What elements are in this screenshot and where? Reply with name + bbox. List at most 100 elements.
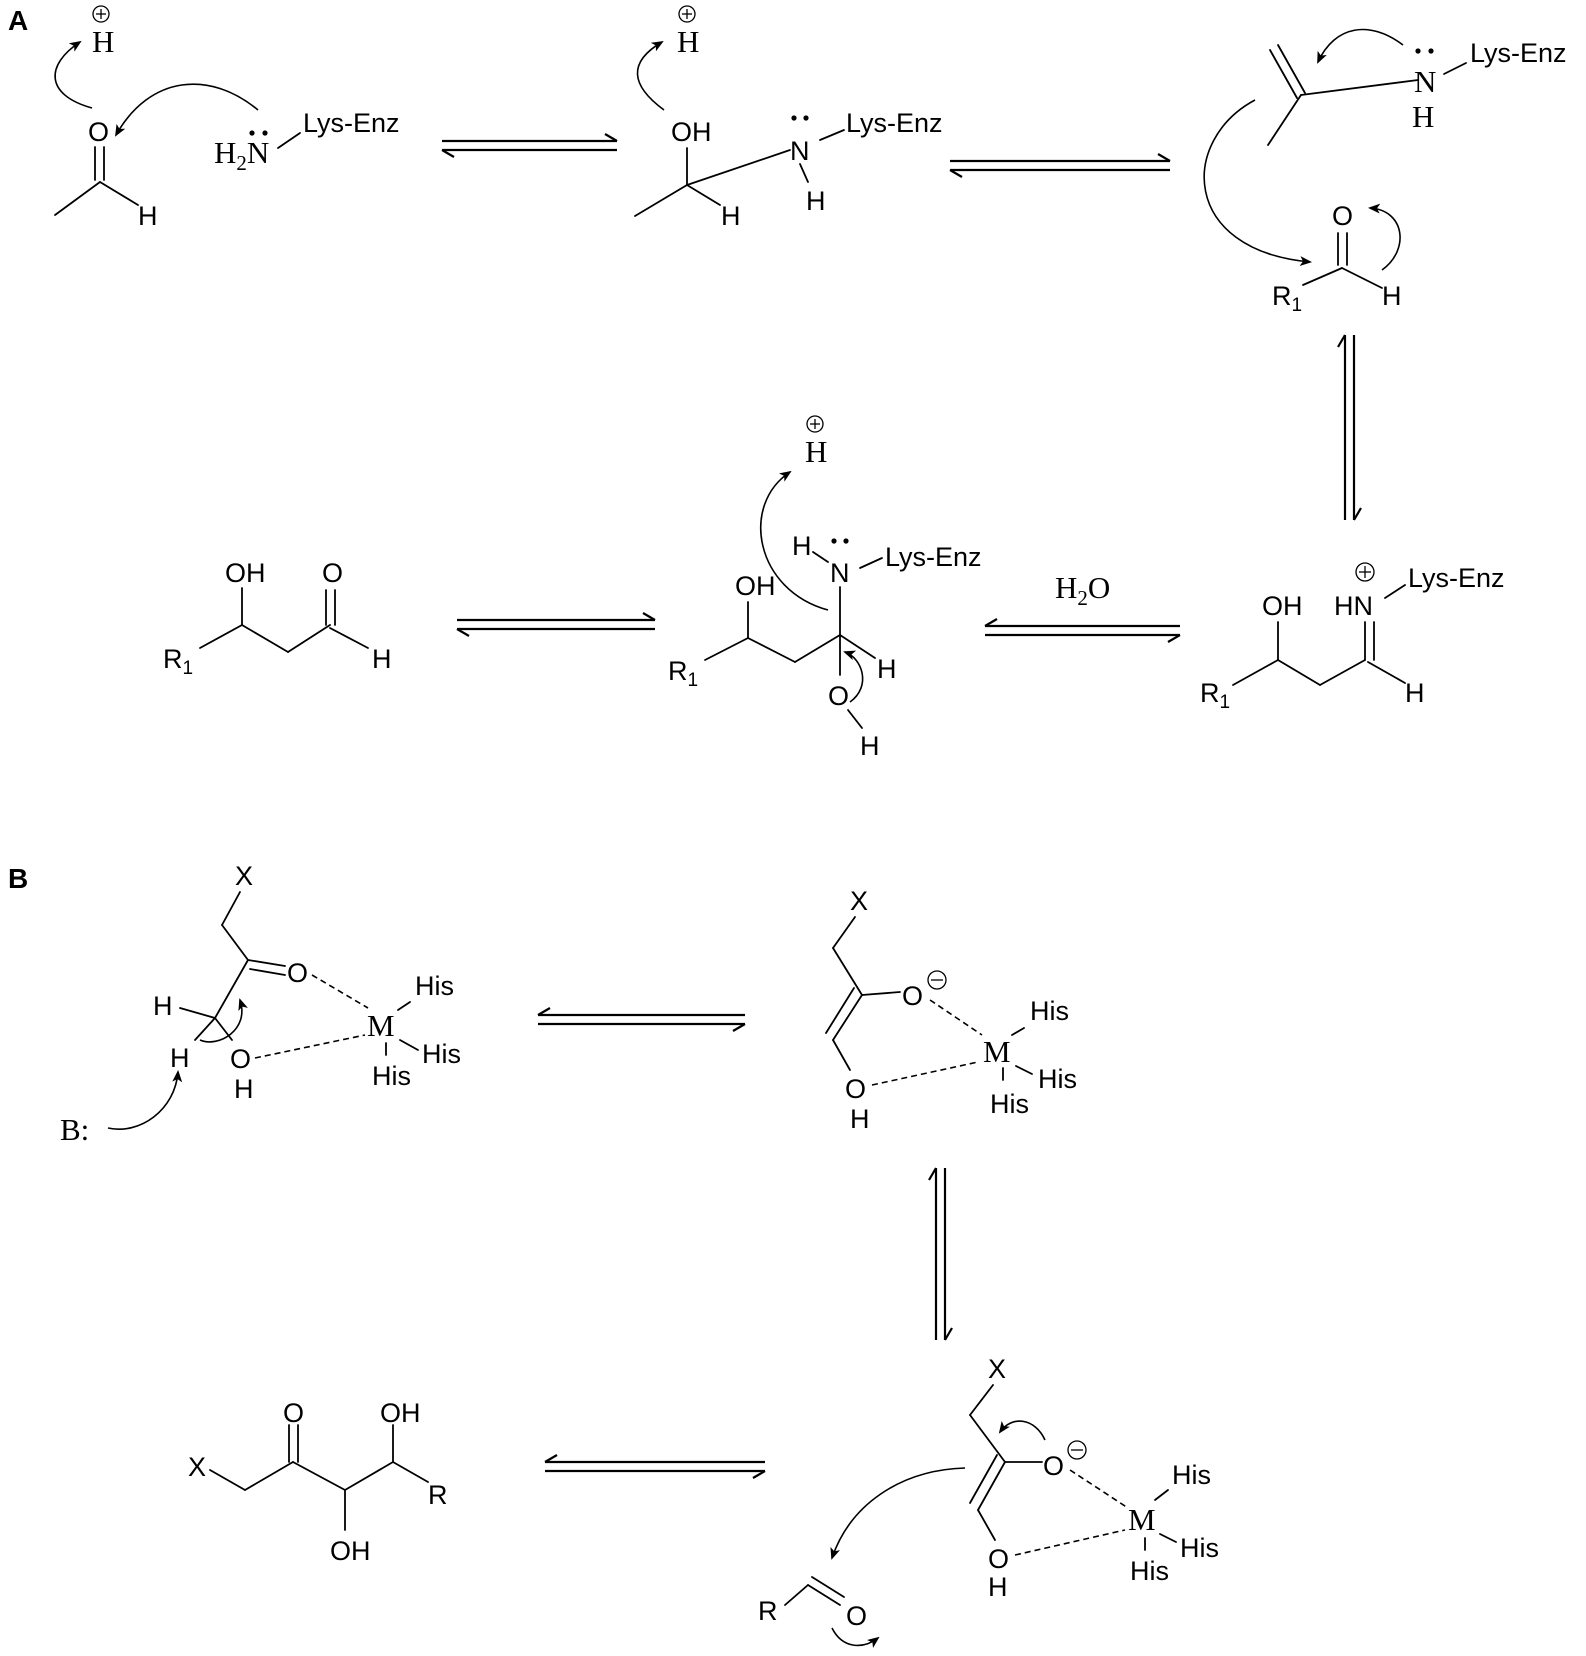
carbonyl-oxygen: O <box>322 558 343 588</box>
x-substituent: X <box>988 1354 1006 1384</box>
x-substituent: X <box>850 886 868 916</box>
aldehyde-oxygen: O <box>846 1601 867 1631</box>
structure-a4-iminium: OH H R1 HN Lys-Enz <box>1200 562 1505 713</box>
r-substituent: R <box>758 1596 778 1626</box>
water-label: H2O <box>1055 570 1110 610</box>
curved-arrow-icon <box>1368 203 1401 271</box>
structure-b4-ketose-product: X O OH OH R <box>188 1398 448 1566</box>
imine-hydrogen: H <box>1405 678 1425 708</box>
structure-a6-aldol-product: OH O H R1 <box>163 558 392 679</box>
histidine-ligand: His <box>990 1089 1029 1119</box>
equilibrium-arrow-icon <box>928 1167 953 1341</box>
lys-enz-label: Lys-Enz <box>885 542 982 572</box>
structure-b1-metal-complex: X O H H O H M His His His B: <box>60 861 461 1147</box>
equilibrium-arrow-icon <box>456 612 656 637</box>
histidine-ligand: His <box>422 1039 461 1069</box>
ketone-oxygen: O <box>283 1398 304 1428</box>
x-substituent: X <box>235 861 253 891</box>
negative-charge-icon <box>1067 1440 1087 1460</box>
equilibrium-arrow-icon <box>1337 334 1362 521</box>
proton: H <box>677 24 699 59</box>
curved-arrow-icon <box>759 470 829 611</box>
hydroxyl-hydrogen: H <box>850 1104 870 1134</box>
curved-arrow-icon <box>107 1070 183 1130</box>
positive-charge-icon <box>678 5 696 23</box>
carbonyl-oxygen: O <box>88 117 109 147</box>
curved-arrow-icon <box>1317 28 1404 64</box>
enamine-hydrogen: H <box>1412 99 1434 134</box>
x-substituent: X <box>188 1452 206 1482</box>
r-substituent: R <box>428 1480 448 1510</box>
curved-arrow-icon <box>636 40 665 111</box>
r1-substituent: R1 <box>668 656 698 691</box>
curved-arrow-icon <box>831 1627 880 1648</box>
structure-b3-aldol-attack: X O O H M His His His R O <box>758 1354 1219 1648</box>
hydroxyl-oxygen: O <box>828 681 849 711</box>
hydroxyl-hydrogen: H <box>988 1572 1008 1602</box>
histidine-ligand: His <box>1030 996 1069 1026</box>
metal-center: M <box>1128 1502 1156 1537</box>
curved-arrow-icon <box>843 650 864 703</box>
hydroxyl: OH <box>380 1398 421 1428</box>
structure-b2-enediolate: X O O H M His His His <box>825 886 1077 1134</box>
curved-arrow-icon <box>199 998 248 1043</box>
structure-a3-enamine-aldehyde: N Lys-Enz H O R1 H <box>1203 28 1567 316</box>
equilibrium-arrow-icon <box>949 153 1171 178</box>
acidic-hydrogen: H <box>170 1043 190 1073</box>
r1-substituent: R1 <box>1272 281 1302 316</box>
amine-nitrogen: N <box>790 136 810 166</box>
hydroxyl-hydrogen: H <box>860 731 880 761</box>
carbonyl-oxygen: O <box>1332 201 1353 231</box>
histidine-ligand: His <box>372 1061 411 1091</box>
lys-enz-label: Lys-Enz <box>1470 38 1567 68</box>
panel-label-b: B <box>8 863 28 894</box>
amine-h2n: H2N <box>214 135 269 175</box>
lys-enz-label: Lys-Enz <box>846 108 943 138</box>
positive-charge-icon <box>92 5 110 23</box>
hydroxyl: OH <box>225 558 266 588</box>
alpha-hydrogen: H <box>721 201 741 231</box>
negative-charge-icon <box>927 970 947 990</box>
aldehyde-hydrogen: H <box>138 201 158 231</box>
histidine-ligand: His <box>1172 1460 1211 1490</box>
proton: H <box>92 24 114 59</box>
hydroxyl: OH <box>671 117 712 147</box>
equilibrium-arrow-icon <box>441 133 618 158</box>
amine-hydrogen: H <box>792 531 812 561</box>
curved-arrow-icon <box>115 83 259 137</box>
alpha-hydrogen: H <box>877 654 897 684</box>
curved-arrow-icon <box>830 1467 966 1560</box>
amine-hydrogen: H <box>806 186 826 216</box>
equilibrium-arrow-icon <box>984 618 1181 643</box>
hydroxyl: OH <box>1262 591 1303 621</box>
positive-charge-icon <box>1355 562 1375 582</box>
histidine-ligand: His <box>415 971 454 1001</box>
lys-enz-label: Lys-Enz <box>303 108 400 138</box>
alkoxide-oxygen: O <box>1043 1451 1064 1481</box>
histidine-ligand: His <box>1038 1064 1077 1094</box>
curved-arrow-icon <box>54 40 93 109</box>
lys-enz-label: Lys-Enz <box>1408 563 1505 593</box>
positive-charge-icon <box>806 415 824 433</box>
amine-nitrogen: N <box>830 558 850 588</box>
hydroxyl: OH <box>735 571 776 601</box>
histidine-ligand: His <box>1180 1533 1219 1563</box>
carbonyl-oxygen: O <box>287 958 308 988</box>
hydration-equilibrium: H2O <box>984 570 1181 643</box>
aldehyde-hydrogen: H <box>372 644 392 674</box>
structure-a1-acetaldehyde: H O H H2N Lys-Enz <box>54 5 400 231</box>
hydroxyl: OH <box>330 1536 371 1566</box>
r1-substituent: R1 <box>163 644 193 679</box>
equilibrium-arrow-icon <box>544 1454 766 1479</box>
structure-a5-hemiaminal: H H N Lys-Enz OH H O H R1 <box>668 415 982 761</box>
curved-arrow-icon <box>1203 99 1312 267</box>
r1-substituent: R1 <box>1200 678 1230 713</box>
aldehyde-hydrogen: H <box>1382 281 1402 311</box>
hydroxyl-oxygen: O <box>988 1544 1009 1574</box>
hydroxyl-hydrogen: H <box>234 1074 254 1104</box>
metal-center: M <box>983 1034 1011 1069</box>
metal-center: M <box>367 1008 395 1043</box>
alkoxide-oxygen: O <box>902 981 923 1011</box>
hydroxyl-oxygen: O <box>230 1044 251 1074</box>
